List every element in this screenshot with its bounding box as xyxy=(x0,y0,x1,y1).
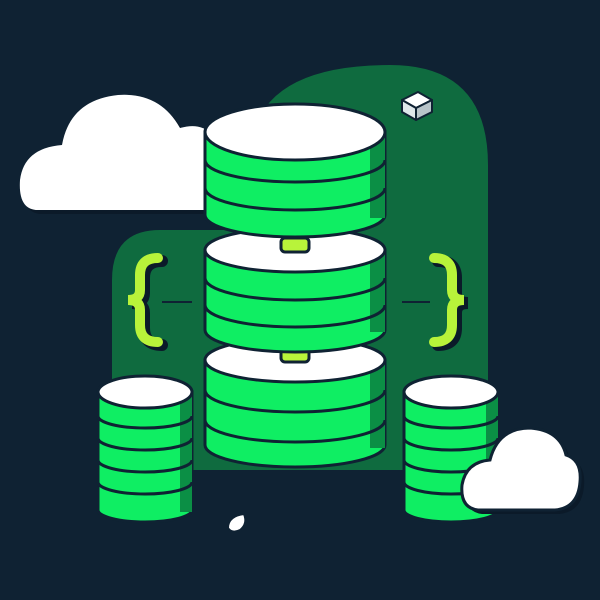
curly-brace-open-icon xyxy=(127,253,192,351)
droplet-icon xyxy=(226,512,247,533)
curly-brace-close-icon xyxy=(402,253,469,351)
main-stack-disk-top xyxy=(203,102,387,239)
database-stack-icon xyxy=(203,102,387,469)
cloud-bottom-right-icon xyxy=(460,426,585,514)
cube-icon xyxy=(401,91,433,121)
left-database-icon xyxy=(96,374,194,524)
main-stack-disk-bottom xyxy=(203,336,387,469)
cloud-top-left-icon xyxy=(19,94,251,214)
main-stack-disk-middle xyxy=(203,226,387,354)
